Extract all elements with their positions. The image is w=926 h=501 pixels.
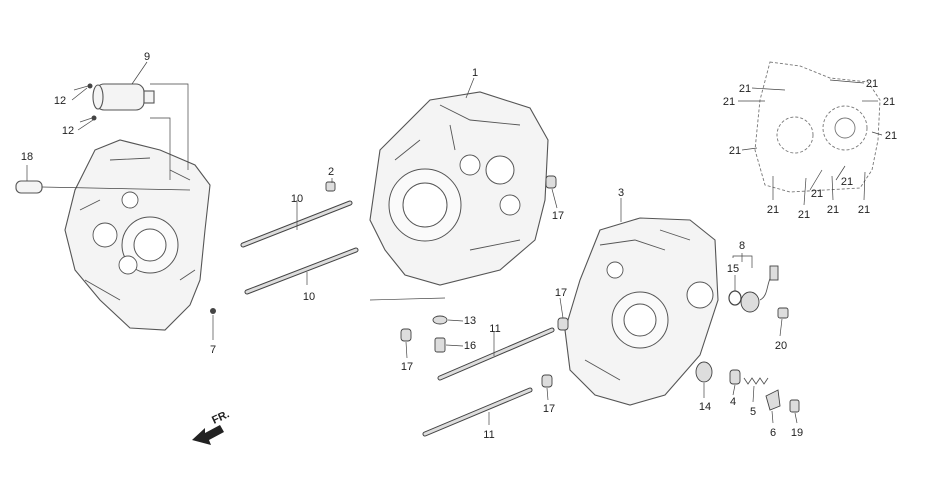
callout-21-g: 21 [858, 204, 870, 216]
callout-17-a: 17 [552, 210, 564, 222]
callout-17-d: 17 [543, 403, 555, 415]
callout-18: 18 [21, 151, 33, 163]
bolt-7 [210, 308, 216, 314]
callout-21-j: 21 [885, 130, 897, 142]
callout-21-i: 21 [883, 96, 895, 108]
washer-13 [432, 315, 448, 325]
stud-bolt-11-lower [422, 387, 533, 437]
arrow-left-icon [192, 425, 224, 445]
callout-14: 14 [699, 401, 711, 413]
callout-21-f: 21 [827, 204, 839, 216]
callout-10-upper: 10 [291, 193, 303, 205]
dowel-17-c [557, 317, 569, 331]
dowel-17-d [541, 374, 553, 388]
callout-17-b: 17 [401, 361, 413, 373]
callout-11-upper: 11 [489, 323, 500, 335]
bolt-12-upper [73, 83, 93, 91]
cap-14 [695, 361, 713, 383]
callout-12-upper: 12 [54, 95, 66, 107]
bolt-12-lower [79, 115, 97, 123]
callout-19: 19 [791, 427, 803, 439]
bolt-16 [434, 337, 446, 353]
spring-5 [743, 377, 769, 385]
callout-13: 13 [464, 315, 476, 327]
callout-20: 20 [775, 340, 787, 352]
callout-1: 1 [472, 67, 478, 79]
callout-4: 4 [730, 396, 736, 408]
callout-21-k: 21 [811, 188, 823, 200]
stud-bolt-10-lower [244, 247, 359, 295]
plunger-4 [729, 369, 741, 385]
callout-9: 9 [144, 51, 150, 63]
bracket-6 [765, 389, 781, 411]
dowel-17-a [545, 175, 557, 189]
callout-11-lower: 11 [483, 429, 494, 441]
callout-21-l: 21 [841, 176, 853, 188]
stud-bolt-10-upper [240, 200, 353, 248]
right-crankcase-half [369, 91, 549, 286]
dowel-pin-18 [15, 180, 191, 194]
callout-3: 3 [618, 187, 624, 199]
front-label: FR. [210, 408, 231, 426]
pin-2 [325, 181, 336, 192]
callout-21-b: 21 [723, 96, 735, 108]
left-crankcase-half [64, 139, 211, 331]
starter-motor [92, 83, 155, 111]
bolt-20 [777, 307, 789, 319]
callout-21-d: 21 [767, 204, 779, 216]
callout-15: 15 [727, 263, 739, 275]
crankcase-assembly-3 [564, 217, 719, 406]
callout-5: 5 [750, 406, 756, 418]
front-direction-marker: FR. [192, 408, 231, 445]
callout-6: 6 [770, 427, 776, 439]
callout-labels: 9 12 12 18 7 1 2 10 10 3 17 17 17 17 13 … [21, 51, 897, 441]
callout-16: 16 [464, 340, 476, 352]
callout-12-lower: 12 [62, 125, 74, 137]
callout-21-a: 21 [739, 83, 751, 95]
callout-17-c: 17 [555, 287, 567, 299]
leader-lines [26, 61, 883, 425]
callout-21-e: 21 [798, 209, 810, 221]
callout-7: 7 [210, 344, 216, 356]
callout-10-lower: 10 [303, 291, 315, 303]
dowel-17-b [400, 328, 412, 342]
bolt-19 [789, 399, 800, 413]
stud-bolt-11-upper [437, 327, 555, 381]
callout-2: 2 [328, 166, 334, 178]
callout-21-c: 21 [729, 145, 741, 157]
callout-8: 8 [739, 240, 745, 252]
callout-21-h: 21 [866, 78, 878, 90]
gasket-cover-21 [754, 61, 881, 193]
